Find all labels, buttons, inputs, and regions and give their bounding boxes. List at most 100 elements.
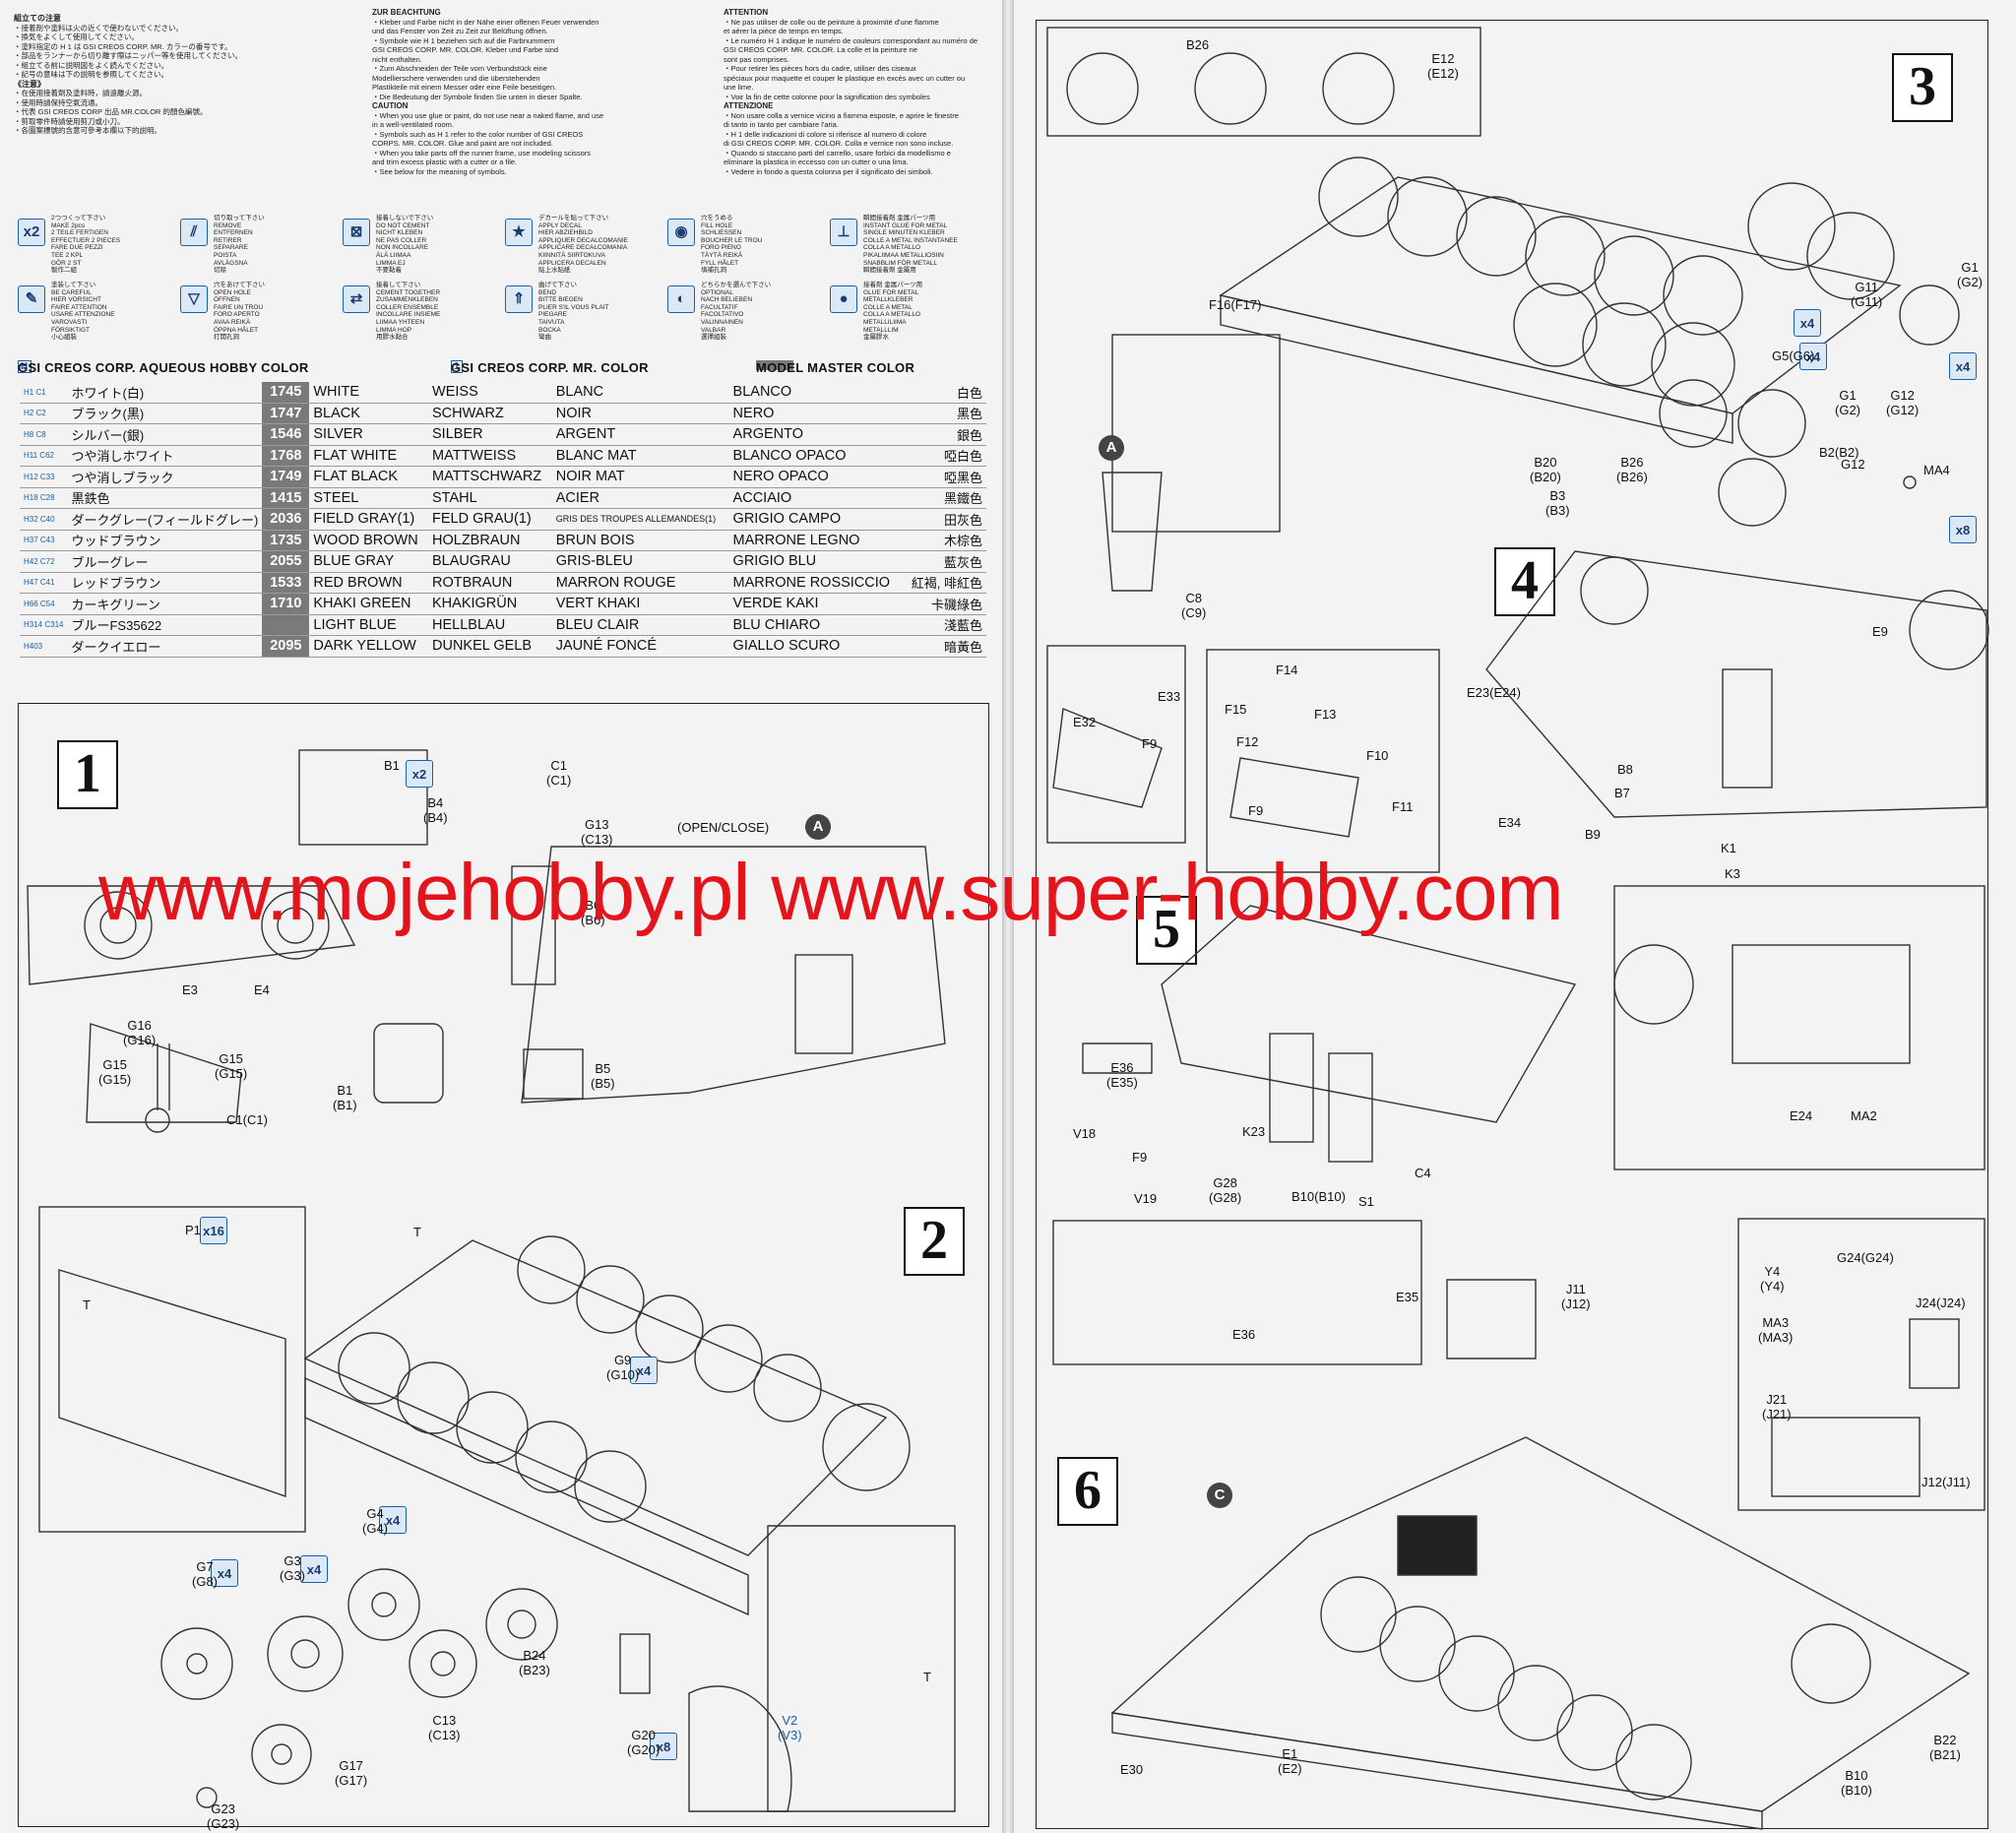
paint-it: VERDE KAKI — [728, 593, 904, 615]
paint-code: H403 — [20, 635, 68, 658]
step2-x4-badge-3: x4 — [300, 1555, 328, 1583]
notes-fr-line: spéciaux pour maquette et couper le plas… — [724, 73, 966, 83]
part-label-line: G1 — [1839, 388, 1857, 403]
part-label-line: MA4 — [1923, 463, 1950, 477]
part-label-line: E12 — [1431, 51, 1455, 66]
paint-zh: 藍灰色 — [903, 550, 986, 573]
part-label-line: F15 — [1225, 702, 1247, 717]
step-3-number: 3 — [1892, 53, 1953, 122]
paint-mm: 1533 — [262, 572, 310, 594]
step4-part-label: E23(E24) — [1467, 685, 1521, 700]
symbol-line: FORO PIENO — [701, 244, 741, 252]
part-label-line: F13 — [1314, 707, 1337, 722]
symbol-line: INSTANT GLUE FOR METAL — [863, 221, 948, 229]
paint-zh: 啞白色 — [903, 445, 986, 467]
part-label-line: F12 — [1236, 734, 1259, 749]
symbol-line: 瞬間接着劑 金屬用 — [863, 267, 916, 275]
paint-zh: 木棕色 — [903, 530, 986, 551]
part-label-line: G15 — [219, 1051, 243, 1066]
step4-part-label: E33 — [1158, 689, 1180, 704]
symbol-line: COLLA A METALLO — [863, 311, 921, 319]
part-label-line: B6 — [585, 898, 601, 913]
step3-part-label: G11(G11) — [1851, 280, 1882, 309]
paint-de: ROTBRAUN — [428, 572, 552, 594]
part-label-line: E3 — [182, 982, 198, 997]
paint-jp: ブルーFS35622 — [67, 614, 263, 636]
left-steps-frame — [18, 703, 989, 1827]
step4-part-label: B7 — [1614, 786, 1630, 800]
step1-part-label: B5(B5) — [591, 1061, 615, 1091]
step6-roadwheels — [1320, 1576, 1871, 1801]
step2-x4-badge-1: x4 — [630, 1357, 658, 1384]
part-label-line: S1 — [1358, 1194, 1374, 1209]
part-label-line: E24 — [1790, 1108, 1813, 1123]
paint-de: MATTWEISS — [428, 445, 552, 467]
notes-de-line: Modellierschere verwenden und die überst… — [372, 73, 540, 83]
part-label-line: F10 — [1366, 748, 1389, 763]
step1-inset — [298, 749, 428, 846]
notes-jp-line: ・剪取零件時請使用剪刀或小刀。 — [14, 116, 125, 126]
step5-part-label: MA2 — [1851, 1108, 1877, 1123]
step5-part-label: E36(E35) — [1106, 1060, 1138, 1090]
step3-part-label: B26(B26) — [1616, 455, 1648, 484]
paint-en: FLAT WHITE — [309, 445, 429, 467]
notes-de-line: nicht enthalten. — [372, 54, 422, 64]
paint-en: WHITE — [309, 382, 429, 404]
part-label-line: E23(E24) — [1467, 685, 1521, 700]
symbol-line: 貼上水貼紙 — [538, 267, 571, 275]
part-label-line: (E2) — [1278, 1761, 1302, 1776]
step2-part-label: T — [923, 1670, 931, 1684]
part-label-line: K3 — [1725, 866, 1740, 881]
step4-part-label: F11 — [1392, 799, 1413, 814]
part-label-line: (G15) — [215, 1066, 248, 1081]
symbol-line: SEPARARE — [214, 244, 248, 252]
step4-part-label: F9 — [1142, 736, 1157, 751]
symbol-line: RETIRER — [214, 236, 242, 244]
notes-de-line: ・Kleber und Farbe nicht in der Nähe eine… — [372, 17, 599, 27]
paint-zh: 黑鐵色 — [903, 487, 986, 509]
paint-zh: 銀色 — [903, 423, 986, 446]
page-gutter — [1002, 0, 1014, 1833]
right-steps-frame — [1036, 20, 1988, 1829]
part-label-line: G3 — [284, 1553, 301, 1568]
paint-jp: ブラック(黒) — [67, 403, 263, 424]
symbol-line: NON INCOLLARE — [376, 244, 429, 252]
step2-roadwheels — [338, 1235, 911, 1523]
step4-part-label: E9 — [1872, 624, 1888, 639]
step3-part-label: B2(B2) — [1819, 445, 1858, 460]
step3-circle-a: A — [1099, 435, 1124, 461]
paint-it: NERO OPACO — [728, 466, 904, 488]
notes-fr-heading: ATTENTION — [724, 8, 769, 17]
symbol-line: ENTFERNEN — [214, 229, 253, 237]
paint-zh: 紅褐, 啡紅色 — [903, 572, 986, 594]
part-label-line: MA2 — [1851, 1108, 1877, 1123]
paint-fr: ACIER — [551, 487, 729, 509]
symbol-line: 瞬間接着剤 金属パーツ用 — [863, 215, 936, 221]
paint-jp: レッドブラウン — [67, 572, 263, 594]
part-label-line: G12 — [1890, 388, 1915, 403]
notes-de-line: ・When you take parts off the runner fram… — [372, 148, 592, 158]
symbol-icon: ⫽ — [180, 219, 208, 246]
paint-mm: 1735 — [262, 530, 310, 551]
step2-x4-badge-4: x4 — [211, 1559, 238, 1587]
symbol-line: DO NOT CEMENT — [376, 221, 430, 229]
paint-fr: NOIR — [551, 403, 729, 424]
paint-en: SILVER — [309, 423, 429, 446]
part-label-line: G4 — [366, 1506, 384, 1521]
symbol-line: 小心組裝 — [51, 334, 77, 342]
paint-en: KHAKI GREEN — [309, 593, 429, 615]
step2-inset — [38, 1206, 306, 1533]
step1-part-label: B4(B4) — [423, 795, 448, 825]
symbol-icon: ✎ — [18, 285, 45, 313]
notes-de-line: und das Fenster von Zeit zu Zeit zur Bel… — [372, 27, 548, 35]
